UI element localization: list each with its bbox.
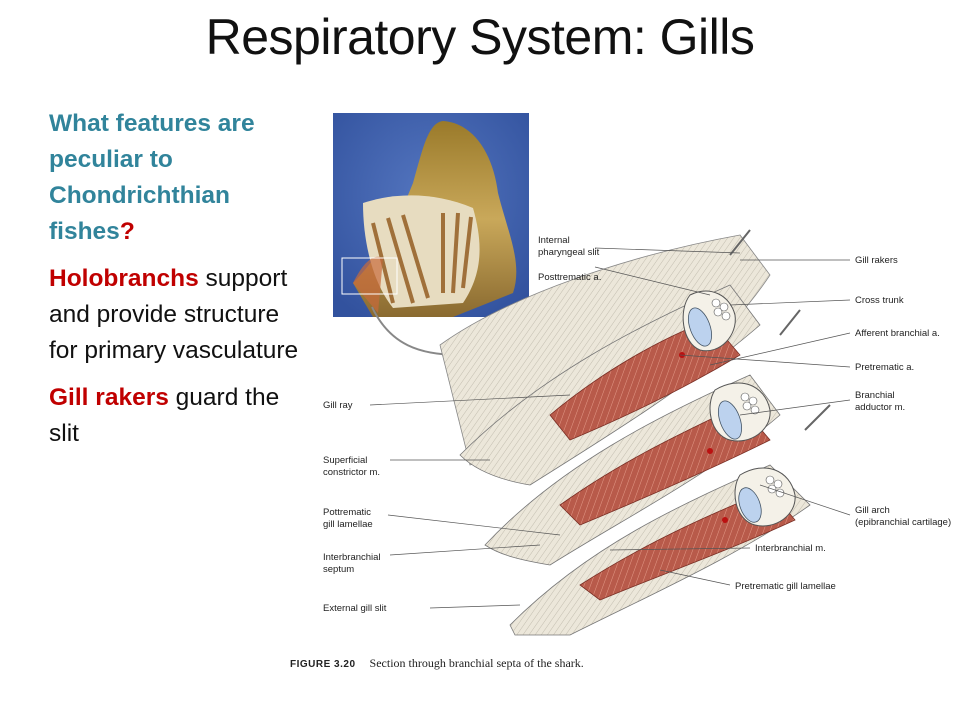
label-superficial: Superficial [323, 455, 367, 466]
label-gill-rakers: Gill rakers [855, 255, 898, 266]
label-afferent-branchial-a: Afferent branchial a. [855, 328, 940, 339]
gill-rakers-text: guard the slit [49, 384, 280, 447]
branchial-septa-diagram: Internal pharyngeal slit Posttrematic a.… [323, 229, 951, 636]
label-constrictor-m: constrictor m. [323, 467, 380, 478]
label-adductor-m: adductor m. [855, 402, 905, 413]
question-mark: ? [119, 218, 135, 245]
label-cross-trunk: Cross trunk [855, 295, 904, 306]
holobranchs-term: Holobranchs [49, 265, 199, 292]
label-pottrematic: Pottrematic [323, 507, 371, 518]
label-septum: septum [323, 564, 354, 575]
label-epibranchial-cartilage: (epibranchial cartilage) [855, 517, 951, 528]
figure-caption-text: Section through branchial septa of the s… [369, 656, 584, 670]
label-branchial: Branchial [855, 390, 895, 401]
label-gill-lamellae: gill lamellae [323, 519, 373, 530]
gill-rakers-term: Gill rakers [49, 384, 169, 411]
label-gill-arch: Gill arch [855, 505, 890, 516]
label-gill-ray: Gill ray [323, 400, 353, 411]
label-pretrematic-gill-lamellae: Pretrematic gill lamellae [735, 581, 836, 592]
gill-rakers-paragraph: Gill rakers guard the slit [49, 380, 299, 452]
label-interbranchial: Interbranchial [323, 552, 381, 563]
question-paragraph: What features are peculiar to Chondricht… [49, 106, 299, 250]
figure-number: FIGURE 3.20 [290, 659, 356, 670]
figure-caption: FIGURE 3.20 Section through branchial sep… [290, 656, 584, 671]
shark-head-photo [333, 113, 529, 317]
label-pretrematic-a: Pretrematic a. [855, 362, 914, 373]
holobranchs-text: support and provide structure for primar… [49, 265, 299, 364]
label-external-gill-slit: External gill slit [323, 603, 387, 614]
label-pharyngeal-slit: pharyngeal slit [538, 247, 600, 258]
label-posttrematic-a: Posttrematic a. [538, 272, 601, 283]
page-title: Respiratory System: Gills [205, 9, 755, 65]
body-text: What features are peculiar to Chondricht… [49, 106, 299, 463]
label-internal: Internal [538, 235, 570, 246]
label-interbranchial-m: Interbranchial m. [755, 543, 826, 554]
holobranchs-paragraph: Holobranchs support and provide structur… [49, 261, 299, 369]
question-text: What features are peculiar to Chondricht… [49, 110, 255, 245]
